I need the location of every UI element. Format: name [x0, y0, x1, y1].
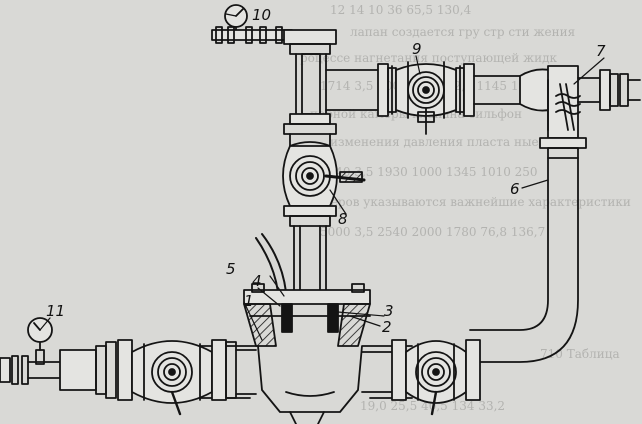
callout-7: 7 [596, 42, 606, 60]
bg-line: изменения давления пласта ные [330, 135, 539, 149]
callout-5: 5 [226, 260, 236, 278]
callout-9: 9 [412, 40, 422, 58]
lower-left-valve [0, 317, 257, 416]
pressure-gauge-top [211, 4, 293, 44]
callout-4: 4 [252, 272, 262, 290]
callout-6: 6 [510, 180, 520, 198]
callout-11: 11 [46, 302, 65, 320]
callout-10: 10 [252, 6, 271, 24]
bg-line: размеров указываются важнейшие характери… [300, 195, 631, 209]
callout-2: 2 [382, 318, 392, 336]
casing-head [199, 233, 413, 424]
callout-labels: 1 2 3 4 5 6 7 8 9 10 11 [46, 6, 606, 336]
bg-line: 5000 3,5 2540 2000 1780 76,8 136,7 [320, 225, 545, 239]
bg-line: роцессе нагнетания поступающей жидк [300, 51, 558, 65]
lower-right-valve [361, 339, 481, 416]
valve-8 [282, 113, 366, 291]
bg-line: 710 Таблица [540, 347, 620, 361]
bg-line: 2540 3,5 1930 1000 1345 1010 250 [320, 165, 538, 179]
callout-8: 8 [338, 210, 348, 228]
drawing [0, 4, 641, 424]
vertical-head [283, 29, 337, 115]
leader-lines [39, 13, 605, 341]
callout-1: 1 [244, 292, 254, 310]
bg-line: 12 14 10 36 65,5 130,4 [330, 3, 472, 17]
flow-line-6 [469, 157, 579, 363]
valve-9 [391, 61, 461, 135]
bg-line: лапан создается гру стр сти жения [350, 25, 575, 39]
callout-3: 3 [384, 302, 394, 320]
choke-7 [519, 65, 641, 159]
